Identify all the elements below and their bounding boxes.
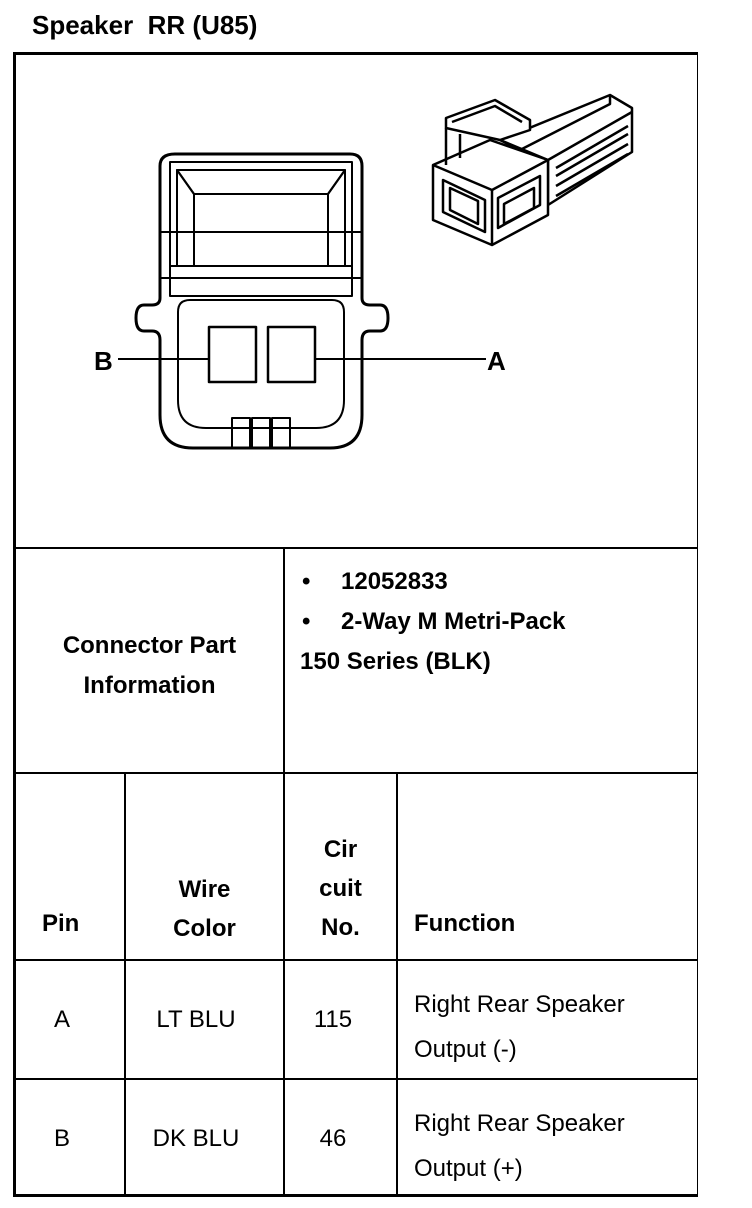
connector-info-label-line1: Connector Part	[62, 632, 237, 659]
divider-col-wire	[283, 772, 285, 1197]
row-a-pin: A	[53, 1006, 70, 1033]
pin-b-label: B	[94, 346, 113, 376]
connector-info-label: Connector Part Information	[16, 626, 283, 706]
header-wire-line2: Color	[173, 915, 236, 942]
connector-type: 2-Way M Metri-Pack	[341, 608, 566, 635]
row-a-wire-color: LT BLU	[156, 1006, 236, 1033]
part-number-row: •	[302, 568, 310, 596]
row-a-circuit: 115	[313, 1006, 353, 1033]
divider-col-pin	[124, 772, 126, 1197]
divider-info-vertical	[283, 547, 285, 773]
row-b-wire-color: DK BLU	[152, 1125, 240, 1152]
connector-series: 150 Series (BLK)	[300, 648, 491, 675]
page-title: Speaker RR (U85)	[32, 10, 258, 40]
row-a-function-line2: Output (-)	[414, 1036, 517, 1063]
pin-a-label: A	[487, 346, 506, 376]
bullet-1: •	[302, 568, 311, 595]
connector-table-frame	[13, 52, 698, 1197]
divider-header-bottom	[14, 959, 698, 961]
row-b-pin: B	[53, 1125, 70, 1152]
bullet-2: •	[302, 608, 311, 635]
divider-info-bottom	[14, 772, 698, 774]
header-circuit-line3: No.	[321, 914, 360, 941]
divider-row-a-bottom	[14, 1078, 698, 1080]
header-circuit-no: Cir cuit No.	[285, 830, 396, 947]
connector-info-label-line2: Information	[83, 672, 216, 699]
row-a-function: Right Rear Speaker Output (-)	[414, 982, 625, 1072]
header-pin: Pin	[42, 910, 80, 937]
header-function: Function	[414, 910, 516, 937]
divider-diagram-bottom	[14, 547, 698, 549]
header-circuit-line2: cuit	[319, 875, 362, 902]
row-b-function-line2: Output (+)	[414, 1155, 523, 1182]
divider-col-circuit	[396, 772, 398, 1197]
header-circuit-line1: Cir	[323, 836, 358, 863]
connector-diagram: B A	[94, 93, 634, 450]
row-b-function-line1: Right Rear Speaker	[414, 1110, 625, 1137]
connector-3d-illustration	[431, 93, 634, 247]
row-a-function-line1: Right Rear Speaker	[414, 991, 625, 1018]
header-wire-line1: Wire	[178, 876, 231, 903]
connector-face	[134, 152, 390, 450]
row-b-function: Right Rear Speaker Output (+)	[414, 1101, 625, 1191]
row-b-circuit: 46	[319, 1125, 347, 1152]
connector-type-row: •	[302, 608, 310, 636]
part-number: 12052833	[341, 568, 448, 595]
header-wire-color: Wire Color	[126, 870, 283, 948]
